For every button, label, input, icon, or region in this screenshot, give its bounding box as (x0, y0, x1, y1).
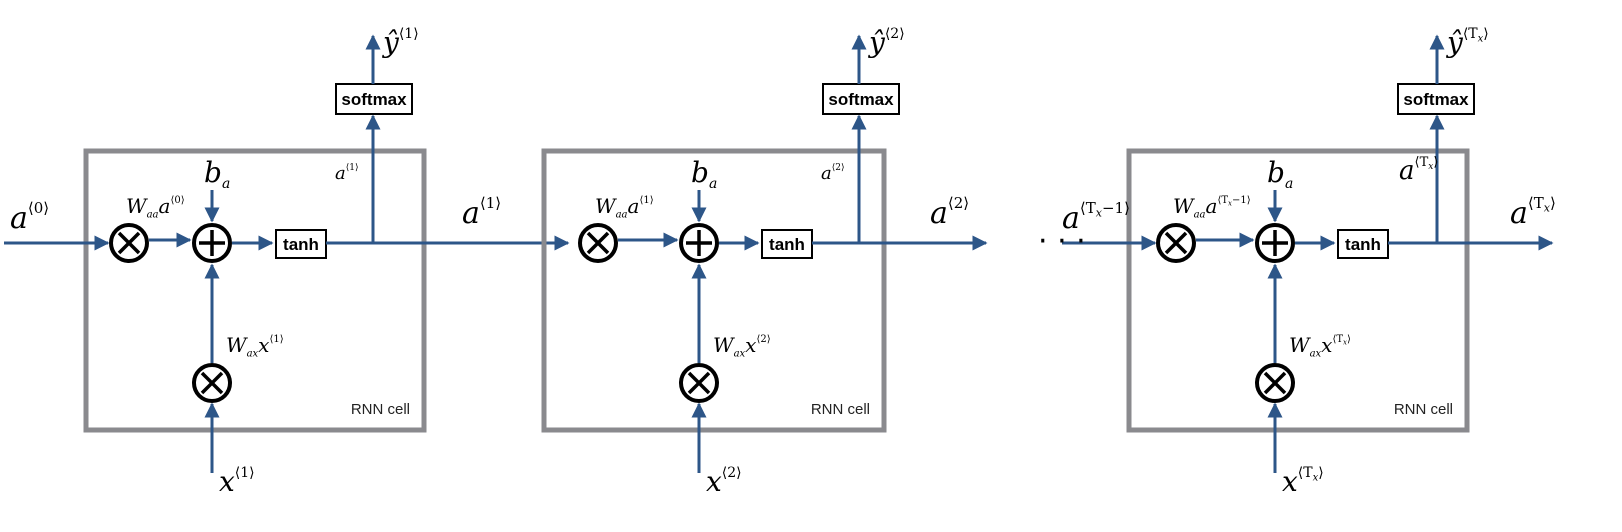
rnn-cell-2: RNN cell Waaa⟨1⟩ ba tanh a⟨2⟩ a⟨2⟩ softmax ŷ⟨2⟩… (541, 26, 988, 498)
multiply-node-waa (578, 223, 618, 263)
yhat-label: ŷ⟨2⟩ (867, 26, 905, 59)
tanh-box: tanh (1337, 229, 1389, 259)
softmax-box-label: softmax (828, 90, 894, 109)
wax-label: Waxx⟨Tx⟩ (1289, 333, 1351, 359)
a-top-label: a⟨2⟩ (821, 163, 844, 184)
a-out-label: a⟨1⟩ (462, 194, 501, 231)
a-in-label: a⟨0⟩ (10, 199, 49, 236)
wax-label: Waxx⟨2⟩ (713, 333, 771, 359)
tanh-box: tanh (275, 229, 327, 259)
softmax-box: softmax (335, 83, 413, 115)
x-label: x⟨1⟩ (219, 465, 255, 498)
rnn-cell-1: RNN cell a⟨0⟩ Waaa⟨0⟩ ba tanh a⟨1⟩ a⟨1⟩ softmax… (4, 26, 570, 498)
tanh-box-label: tanh (283, 235, 319, 254)
multiply-node-waa (1156, 223, 1196, 263)
tanh-box-label: tanh (769, 235, 805, 254)
softmax-box: softmax (822, 83, 900, 115)
yhat-label: ŷ⟨Tx⟩ (1445, 26, 1489, 59)
bias-label: ba (691, 156, 717, 192)
tanh-box: tanh (761, 229, 813, 259)
waa-label: Waaa⟨1⟩ (595, 194, 654, 220)
softmax-box: softmax (1397, 83, 1475, 115)
waa-label: Waaa⟨0⟩ (126, 194, 185, 220)
wax-label: Waxx⟨1⟩ (226, 333, 284, 359)
yhat-label: ŷ⟨1⟩ (381, 26, 419, 59)
cell-frame (541, 148, 887, 433)
bias-label: ba (204, 156, 230, 192)
a-out-label: a⟨2⟩ (930, 194, 969, 231)
ellipsis: · · · (1038, 224, 1086, 259)
multiply-node-waa (109, 223, 149, 263)
multiply-node-wax (679, 363, 719, 403)
waa-label: Waaa⟨Tx−1⟩ (1173, 194, 1251, 220)
multiply-node-wax (1255, 363, 1295, 403)
a-top-label: a⟨1⟩ (335, 163, 358, 184)
cell-tag: RNN cell (811, 401, 870, 418)
cell-tag: RNN cell (1394, 401, 1453, 418)
sum-node (192, 223, 232, 263)
softmax-box-label: softmax (341, 90, 407, 109)
softmax-box-label: softmax (1403, 90, 1469, 109)
sum-node (679, 223, 719, 263)
x-label: x⟨2⟩ (706, 465, 742, 498)
bias-label: ba (1267, 156, 1293, 192)
cell-frame (1126, 148, 1470, 433)
cell-frame (83, 148, 427, 433)
a-top-label: a⟨Tx⟩ (1399, 155, 1438, 186)
rnn-cell-3: RNN cell a⟨Tx−1⟩ Waaa⟨Tx−1⟩ ba tanh a⟨Tx⟩ a⟨Tx… (1062, 26, 1556, 498)
cell-tag: RNN cell (351, 401, 410, 418)
tanh-box-label: tanh (1345, 235, 1381, 254)
a-out-label: a⟨Tx⟩ (1510, 194, 1556, 231)
sum-node (1255, 223, 1295, 263)
x-label: x⟨Tx⟩ (1282, 465, 1324, 498)
a-in-label: a⟨Tx−1⟩ (1062, 199, 1130, 236)
multiply-node-wax (192, 363, 232, 403)
